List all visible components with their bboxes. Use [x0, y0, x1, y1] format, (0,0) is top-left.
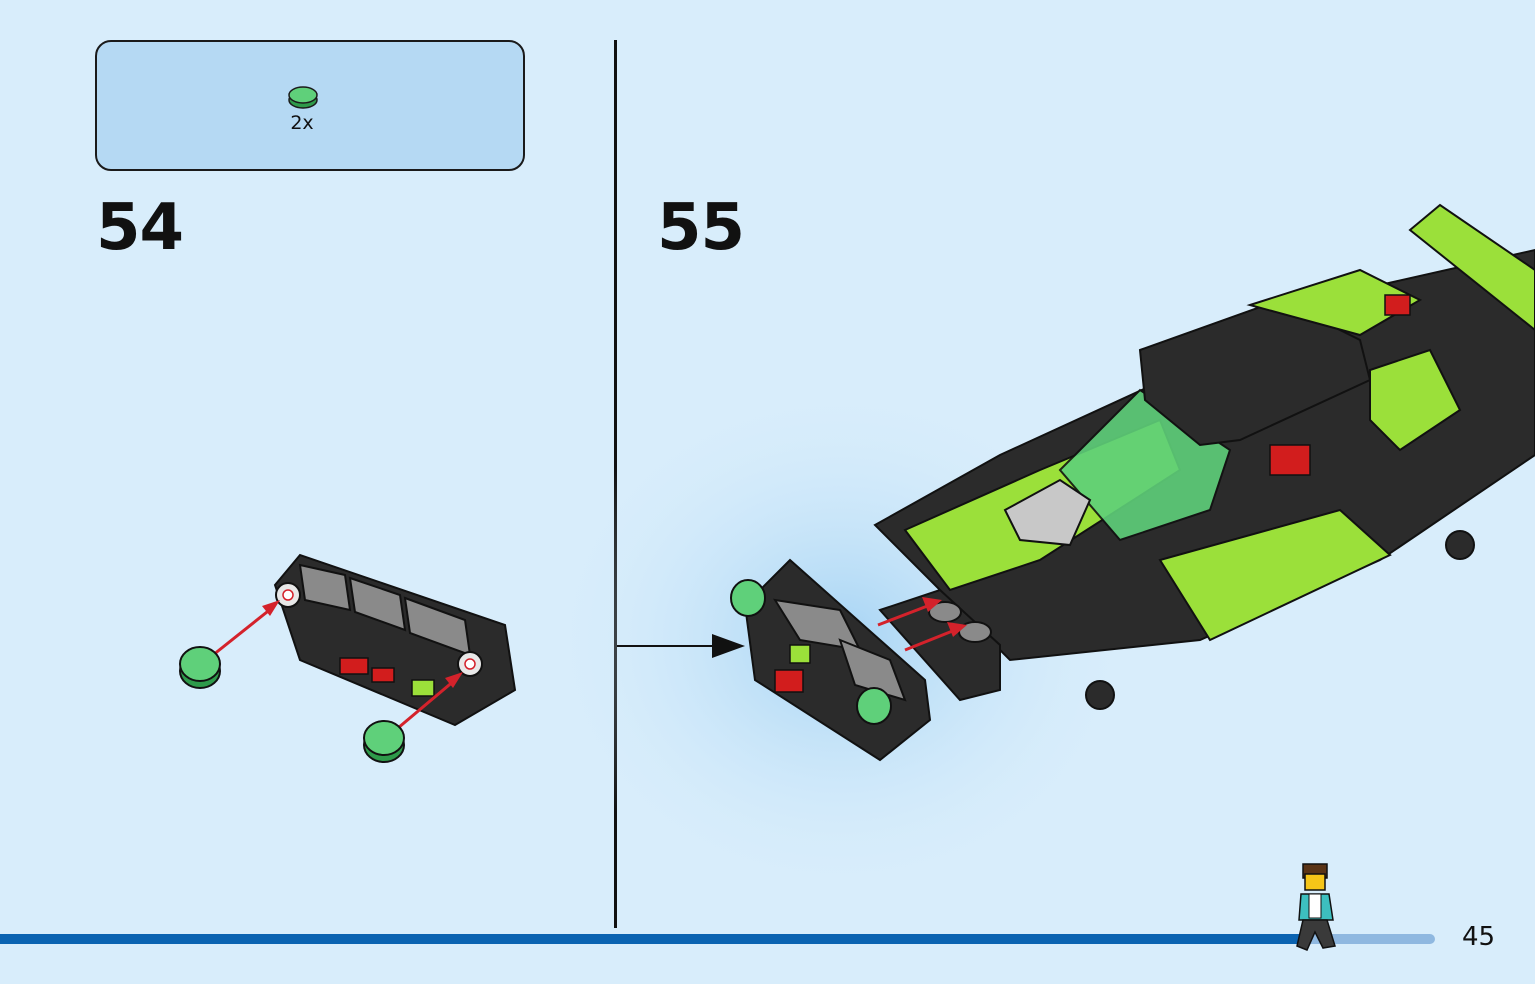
- page-number: 45: [1462, 922, 1496, 952]
- progress-track: [0, 934, 1435, 944]
- parts-count: 2x: [290, 112, 314, 134]
- step54-arrows: [212, 600, 463, 730]
- minifigure-walking-icon: [1296, 863, 1336, 951]
- parts-callout: 2x: [95, 40, 525, 171]
- step-number-55: 55: [657, 191, 745, 265]
- step55-race-car: [873, 203, 1535, 710]
- step55-bumper-assembly: [730, 558, 932, 762]
- step54-tiles: [179, 646, 405, 763]
- step55-arrows: [617, 597, 967, 658]
- progress-fill: [0, 934, 1306, 944]
- round-tile-icon: [288, 86, 318, 109]
- step54-bumper-assembly: [273, 553, 517, 727]
- step-number-54: 54: [96, 191, 184, 265]
